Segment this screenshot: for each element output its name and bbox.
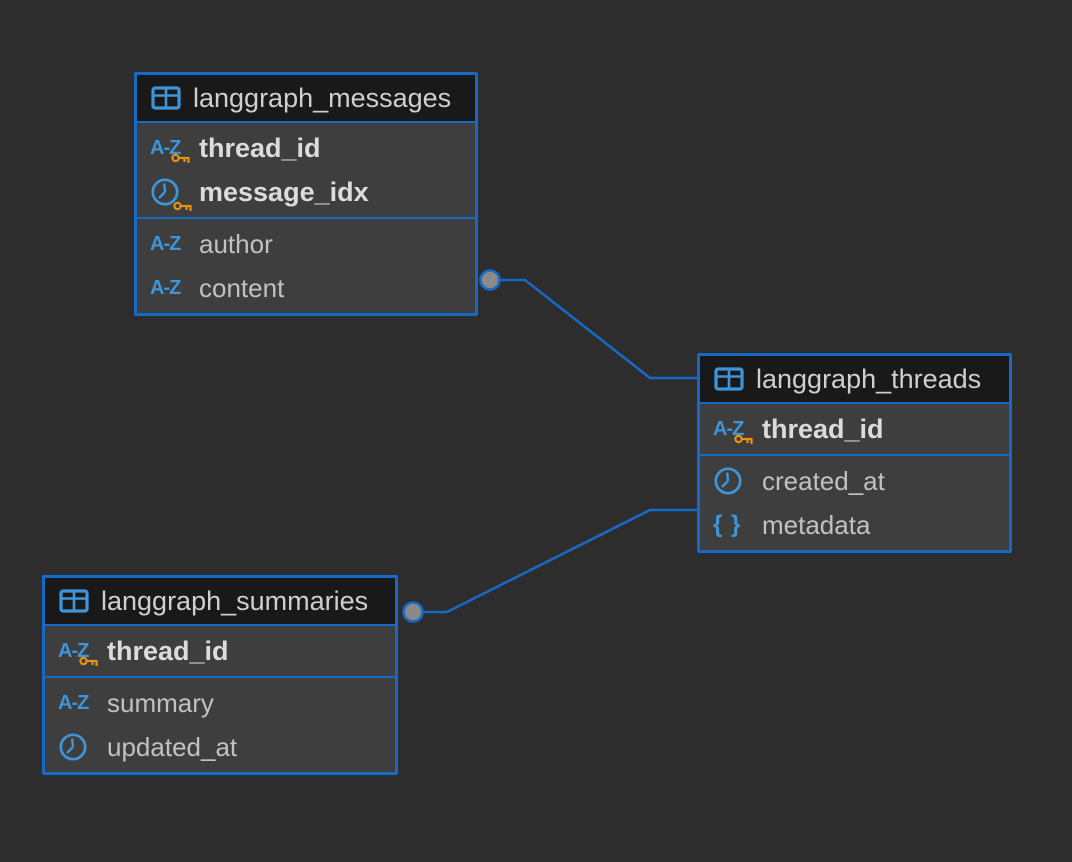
primary-key-icon xyxy=(173,201,192,211)
table-langgraph-threads[interactable]: langgraph_threads A-Z thread_id xyxy=(697,353,1012,553)
relationship-line-summaries-threads[interactable] xyxy=(413,508,697,614)
datetime-type-icon xyxy=(58,732,96,762)
text-type-icon: A-Z xyxy=(150,277,181,299)
column-name: thread_id xyxy=(107,635,229,666)
primary-key-icon xyxy=(79,656,98,666)
table-title: langgraph_summaries xyxy=(101,585,369,616)
column-row[interactable]: A-Z summary xyxy=(45,681,395,725)
column-row[interactable]: A-Z thread_id xyxy=(700,407,1009,451)
json-type-icon: { } xyxy=(713,511,742,538)
column-row[interactable]: updated_at xyxy=(45,725,395,769)
table-header[interactable]: langgraph_messages xyxy=(137,75,475,123)
primary-key-icon xyxy=(171,153,190,163)
relationship-line-messages-threads[interactable] xyxy=(490,278,697,380)
relationship-endpoint-dot[interactable] xyxy=(479,269,501,291)
column-row[interactable]: { } metadata xyxy=(700,503,1009,547)
table-header[interactable]: langgraph_summaries xyxy=(45,578,395,626)
column-name: content xyxy=(199,272,285,303)
column-row[interactable]: message_idx xyxy=(137,170,475,214)
text-type-icon: A-Z xyxy=(58,692,89,714)
primary-key-icon xyxy=(734,434,753,444)
column-name: message_idx xyxy=(199,176,369,207)
text-type-icon: A-Z xyxy=(150,138,190,163)
clock-icon xyxy=(714,467,742,495)
text-type-icon: A-Z xyxy=(713,419,753,444)
table-langgraph-summaries[interactable]: langgraph_summaries A-Z thread_id xyxy=(42,575,398,775)
table-icon xyxy=(59,589,89,613)
column-name: updated_at xyxy=(107,731,238,762)
table-icon xyxy=(714,367,744,391)
table-header[interactable]: langgraph_threads xyxy=(700,356,1009,404)
clock-icon xyxy=(151,178,179,206)
column-row[interactable]: A-Z content xyxy=(137,266,475,310)
column-row[interactable]: A-Z author xyxy=(137,222,475,266)
table-icon xyxy=(151,86,181,110)
text-type-icon: A-Z xyxy=(58,641,98,666)
table-langgraph-messages[interactable]: langgraph_messages A-Z thread_id xyxy=(134,72,478,316)
column-name: thread_id xyxy=(199,132,321,163)
column-row[interactable]: A-Z thread_id xyxy=(137,126,475,170)
column-name: author xyxy=(199,228,273,259)
datetime-type-icon xyxy=(150,177,192,211)
column-row[interactable]: created_at xyxy=(700,459,1009,503)
column-name: created_at xyxy=(762,465,885,496)
column-row[interactable]: A-Z thread_id xyxy=(45,629,395,673)
clock-icon xyxy=(59,733,87,761)
datetime-type-icon xyxy=(713,466,751,496)
column-name: summary xyxy=(107,687,214,718)
column-name: metadata xyxy=(762,509,871,540)
text-type-icon: A-Z xyxy=(150,233,181,255)
table-title: langgraph_threads xyxy=(756,363,982,394)
relationship-endpoint-dot[interactable] xyxy=(402,601,424,623)
table-title: langgraph_messages xyxy=(193,82,452,113)
column-name: thread_id xyxy=(762,413,884,444)
